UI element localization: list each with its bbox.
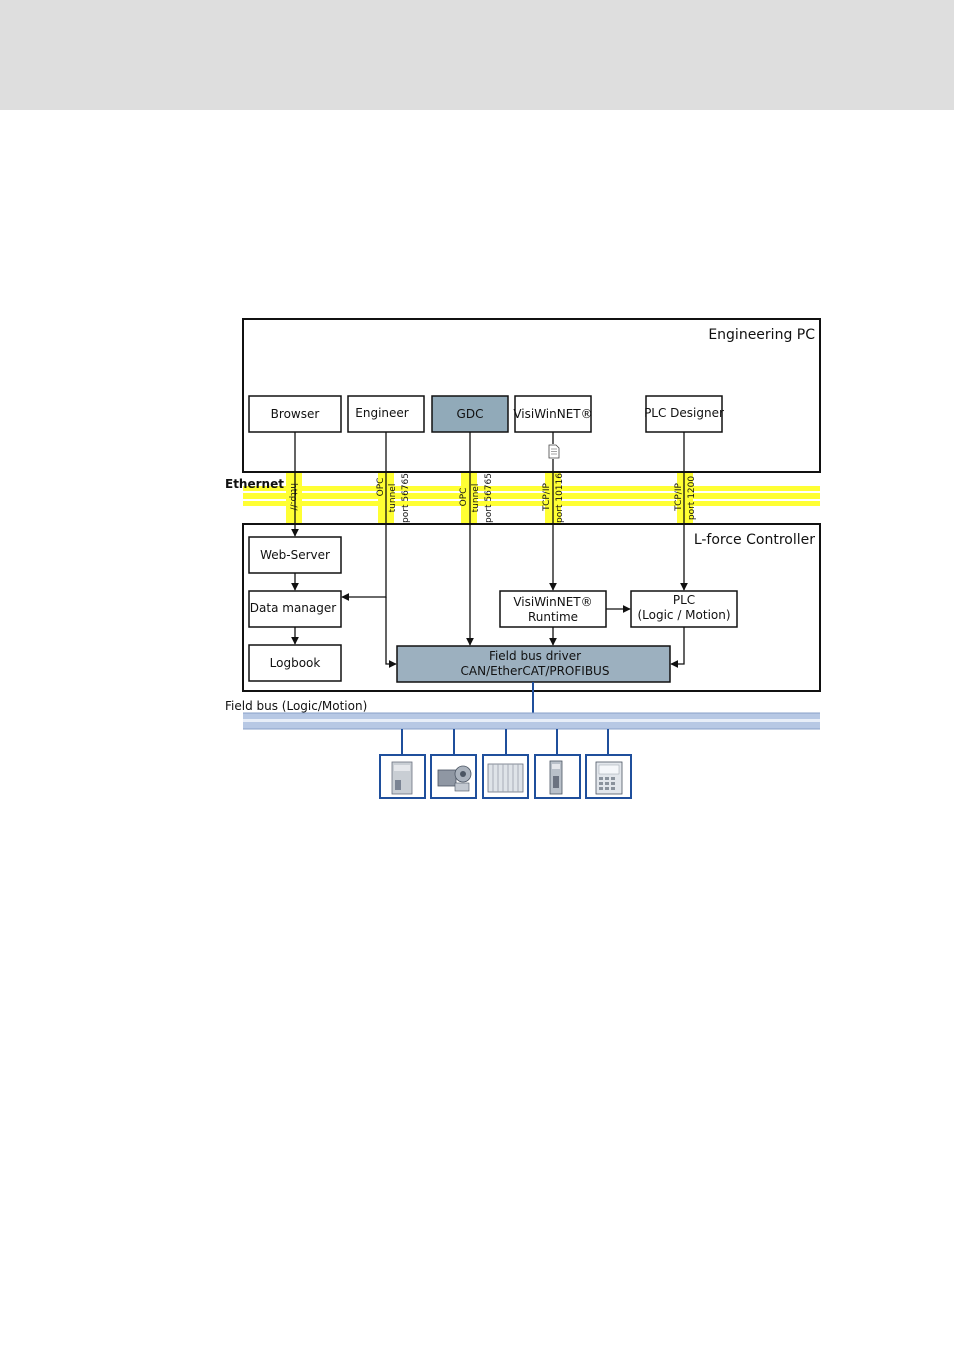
logbook-label: Logbook [270,656,321,670]
connections [291,432,688,668]
gdc-box [431,395,509,433]
logbook-box [248,644,342,682]
browser-box [248,395,342,433]
browser-label: Browser [271,407,320,421]
document-icon [548,444,560,459]
plc-label-2: (Logic / Motion) [637,608,730,622]
tcp2-port-label: port 1200 [687,476,697,520]
web-server-box [248,536,342,574]
tcp1-port-label: port 10116 [555,473,565,523]
fieldbus-driver-label-1: Field bus driver [489,649,581,663]
web-server-label: Web-Server [260,548,330,562]
slim-drive-icon [534,754,581,799]
opc1-port-label: port 56765 [401,473,411,523]
drive-unit-icon [379,754,426,799]
ethernet-band [243,472,820,524]
opc2-tunnel-label: tunnel [471,484,481,513]
ethernet-label: Ethernet [225,477,284,491]
gdc-label: GDC [457,407,484,421]
io-rack-icon [482,754,529,799]
plc-label-1: PLC [673,593,695,607]
opc1-tunnel-label: tunnel [388,484,398,513]
visiwinnet-label: VisiWinNET® [513,407,592,421]
motor-gearbox-icon [430,754,477,799]
http-label: http:// [288,483,298,512]
device-drops [401,729,609,755]
visiwinnet-runtime-box [499,590,607,628]
engineering-pc-title: Engineering PC [708,327,815,343]
visiwinnet-box [514,395,592,433]
controller-title: L-force Controller [694,532,815,548]
engineer-label: Engineer [355,406,409,420]
opc2-port-label: port 56765 [484,473,494,523]
data-manager-box [248,590,342,628]
hmi-panel-icon [585,754,632,799]
visiwinnet-runtime-label-2: Runtime [528,610,578,624]
engineering-pc-frame [242,318,821,473]
tcp1-label: TCP/IP [542,483,552,512]
fieldbus-driver-box [396,645,671,683]
arrow-engineer-fieldbus [385,597,397,668]
fieldbus-label: Field bus (Logic/Motion) [225,699,367,713]
page-header-band [0,0,954,110]
tcp2-label: TCP/IP [674,483,684,512]
plc-designer-box [645,395,723,433]
controller-frame [242,523,821,692]
data-manager-label: Data manager [250,601,336,615]
opc1-label: OPC [376,478,386,497]
arrow-plc-fieldbus [670,627,685,668]
fieldbus-driver-label-2: CAN/EtherCAT/PROFIBUS [461,664,610,678]
fieldbus-line [243,712,820,730]
plc-designer-label: PLC Designer [644,406,724,420]
opc2-label: OPC [459,488,469,507]
visiwinnet-runtime-label-1: VisiWinNET® [513,595,592,609]
